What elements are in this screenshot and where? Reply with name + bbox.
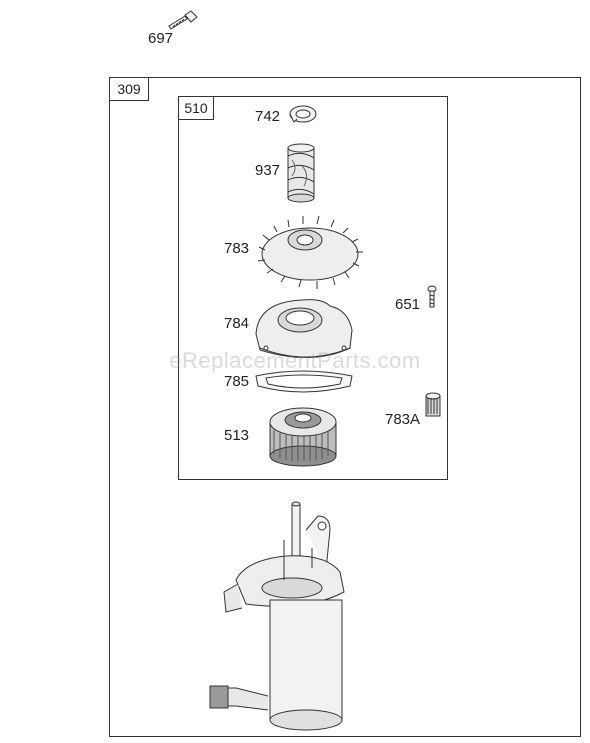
part-label-783A[interactable]: 783A (385, 411, 421, 428)
pinion-783A-drawing[interactable] (423, 392, 445, 422)
assembly-tag-510[interactable]: 510 (178, 96, 214, 120)
helix-screw-937-drawing[interactable] (282, 142, 322, 204)
gear-783-drawing[interactable] (255, 212, 365, 289)
bolt-697-drawing[interactable] (165, 5, 205, 35)
part-label-651[interactable]: 651 (395, 296, 421, 313)
cover-784-drawing[interactable] (252, 296, 362, 376)
part-label-697[interactable]: 697 (148, 30, 174, 47)
gasket-785-drawing[interactable] (252, 368, 362, 398)
housing-513-drawing[interactable] (264, 400, 344, 470)
starter-motor-drawing[interactable] (206, 500, 356, 735)
part-label-937[interactable]: 937 (255, 162, 281, 179)
watermark: eReplacementParts.com (169, 348, 421, 373)
part-label-742[interactable]: 742 (255, 108, 281, 125)
part-label-785[interactable]: 785 (224, 373, 250, 390)
assembly-frame-309 (109, 77, 581, 737)
part-label-513[interactable]: 513 (224, 427, 250, 444)
assembly-tag-309[interactable]: 309 (109, 77, 149, 101)
clip-ring-742-drawing[interactable] (285, 100, 325, 130)
screw-651-drawing[interactable] (424, 284, 444, 314)
part-label-783[interactable]: 783 (224, 240, 250, 257)
assembly-frame-510 (178, 96, 448, 480)
part-label-784[interactable]: 784 (224, 315, 250, 332)
